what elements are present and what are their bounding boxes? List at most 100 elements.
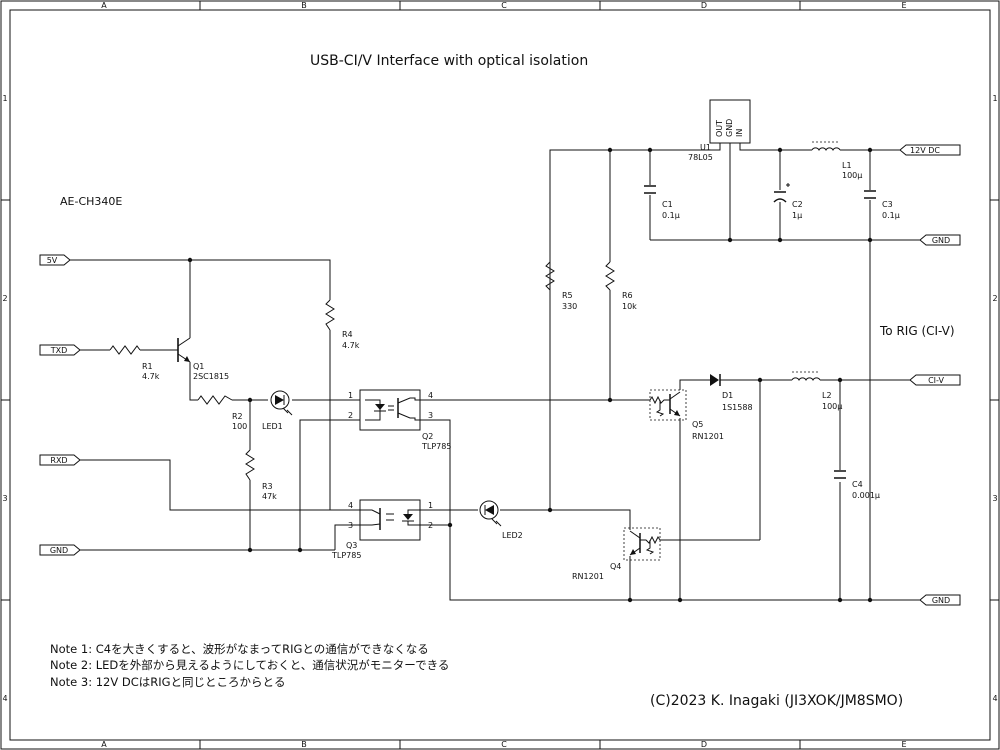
note-3: Note 3: 12V DCはRIGと同じところからとる bbox=[50, 675, 286, 689]
svg-text:47k: 47k bbox=[262, 492, 277, 501]
svg-text:4.7k: 4.7k bbox=[342, 341, 360, 350]
resistor-r5: R5 330 bbox=[545, 261, 577, 311]
port-ci-v: CI-V bbox=[909, 374, 961, 386]
svg-text:5V: 5V bbox=[47, 256, 58, 265]
svg-text:12V DC: 12V DC bbox=[910, 146, 940, 155]
svg-text:C2: C2 bbox=[792, 200, 803, 209]
row-label-2-left: 2 bbox=[2, 294, 7, 303]
port-gnd-bottom: GND bbox=[919, 594, 961, 606]
regulator-u1: OUT GND IN U1 78L05 bbox=[688, 99, 751, 162]
row-label-4-right: 4 bbox=[992, 694, 997, 703]
port-rxd: RXD bbox=[39, 454, 81, 466]
capacitor-c2: C2 1μ bbox=[773, 183, 803, 220]
svg-text:0.001μ: 0.001μ bbox=[852, 491, 880, 500]
resistor-r2: R2 100 bbox=[197, 395, 247, 431]
svg-text:2: 2 bbox=[428, 521, 433, 530]
row-label-1-left: 1 bbox=[2, 94, 7, 103]
capacitor-c4: C4 0.001μ bbox=[834, 470, 880, 500]
to-rig-label: To RIG (CI-V) bbox=[879, 324, 955, 338]
resistor-r6: R6 10k bbox=[605, 261, 637, 311]
resistor-r4: R4 4.7k bbox=[325, 299, 360, 350]
junction-dots bbox=[187, 147, 873, 603]
inner-frame bbox=[9, 9, 991, 741]
svg-text:Q5: Q5 bbox=[692, 420, 703, 429]
diode-d1: D1 1S1588 bbox=[706, 374, 753, 412]
port-12v-dc: 12V DC bbox=[899, 144, 961, 156]
led1: LED1 bbox=[262, 390, 293, 431]
col-label-a-top: A bbox=[101, 1, 107, 10]
resistor-r3: R3 47k bbox=[245, 449, 277, 501]
svg-text:TXD: TXD bbox=[50, 346, 68, 355]
svg-text:C3: C3 bbox=[882, 200, 893, 209]
row-label-3-right: 3 bbox=[992, 494, 997, 503]
module-label: AE-CH340E bbox=[60, 195, 122, 208]
svg-text:TLP785: TLP785 bbox=[331, 551, 361, 560]
svg-text:0.1μ: 0.1μ bbox=[662, 211, 680, 220]
led2: LED2 bbox=[479, 500, 523, 540]
capacitor-c3: C3 0.1μ bbox=[864, 190, 900, 220]
col-label-e-bottom: E bbox=[901, 740, 906, 749]
svg-text:10k: 10k bbox=[622, 302, 637, 311]
svg-text:330: 330 bbox=[562, 302, 577, 311]
svg-text:100μ: 100μ bbox=[822, 402, 842, 411]
svg-text:GND: GND bbox=[932, 596, 950, 605]
svg-text:3: 3 bbox=[348, 521, 353, 530]
optocoupler-q2: 1 2 4 3 Q2 TLP785 bbox=[348, 389, 451, 451]
col-label-d-bottom: D bbox=[701, 740, 707, 749]
col-label-c-bottom: C bbox=[501, 740, 507, 749]
svg-text:1μ: 1μ bbox=[792, 211, 802, 220]
svg-text:4: 4 bbox=[348, 501, 353, 510]
col-label-d-top: D bbox=[701, 1, 707, 10]
svg-text:RN1201: RN1201 bbox=[692, 432, 724, 441]
svg-text:CI-V: CI-V bbox=[928, 376, 944, 385]
col-label-b-bottom: B bbox=[301, 740, 307, 749]
svg-text:100: 100 bbox=[232, 422, 247, 431]
svg-text:OUT: OUT bbox=[715, 120, 724, 137]
schematic-title: USB-CI/V Interface with optical isolatio… bbox=[310, 53, 588, 69]
row-label-4-left: 4 bbox=[2, 694, 7, 703]
svg-text:L2: L2 bbox=[822, 391, 832, 400]
svg-text:IN: IN bbox=[735, 129, 744, 137]
port-gnd-left: GND bbox=[39, 544, 81, 556]
svg-text:LED1: LED1 bbox=[262, 422, 283, 431]
svg-text:C4: C4 bbox=[852, 480, 863, 489]
svg-text:LED2: LED2 bbox=[502, 531, 523, 540]
port-5v: 5V bbox=[39, 254, 71, 266]
resistor-r1: R1 4.7k bbox=[109, 345, 160, 381]
svg-text:4: 4 bbox=[428, 391, 433, 400]
svg-text:3: 3 bbox=[428, 411, 433, 420]
svg-text:2: 2 bbox=[348, 411, 353, 420]
svg-text:2SC1815: 2SC1815 bbox=[193, 372, 229, 381]
svg-text:GND: GND bbox=[932, 236, 950, 245]
svg-text:C1: C1 bbox=[662, 200, 673, 209]
port-gnd-top: GND bbox=[919, 234, 961, 246]
row-label-1-right: 1 bbox=[992, 94, 997, 103]
optocoupler-q3: 4 3 1 2 Q3 TLP785 bbox=[331, 499, 433, 560]
col-label-b-top: B bbox=[301, 1, 307, 10]
svg-text:R3: R3 bbox=[262, 482, 273, 491]
inductor-l2: L2 100μ bbox=[791, 371, 842, 411]
col-label-a-bottom: A bbox=[101, 740, 107, 749]
svg-text:R5: R5 bbox=[562, 291, 573, 300]
note-2: Note 2: LEDを外部から見えるようにしておくと、通信状況がモニターできる bbox=[50, 658, 449, 672]
note-1: Note 1: C4を大きくすると、波形がなまってRIGとの通信ができなくなる bbox=[50, 642, 429, 656]
svg-text:Q1: Q1 bbox=[193, 362, 204, 371]
svg-text:100μ: 100μ bbox=[842, 171, 862, 180]
svg-text:R2: R2 bbox=[232, 412, 243, 421]
svg-text:1S1588: 1S1588 bbox=[722, 403, 753, 412]
svg-text:GND: GND bbox=[725, 119, 734, 137]
col-label-c-top: C bbox=[501, 1, 507, 10]
svg-text:L1: L1 bbox=[842, 161, 852, 170]
wires bbox=[70, 143, 920, 601]
transistor-q1: Q1 2SC1815 bbox=[177, 337, 229, 381]
row-label-3-left: 3 bbox=[2, 494, 7, 503]
svg-text:Q2: Q2 bbox=[422, 432, 433, 441]
svg-text:R4: R4 bbox=[342, 330, 353, 339]
svg-text:RXD: RXD bbox=[50, 456, 67, 465]
transistor-q4: Q4 RN1201 bbox=[572, 527, 661, 581]
svg-text:R6: R6 bbox=[622, 291, 633, 300]
